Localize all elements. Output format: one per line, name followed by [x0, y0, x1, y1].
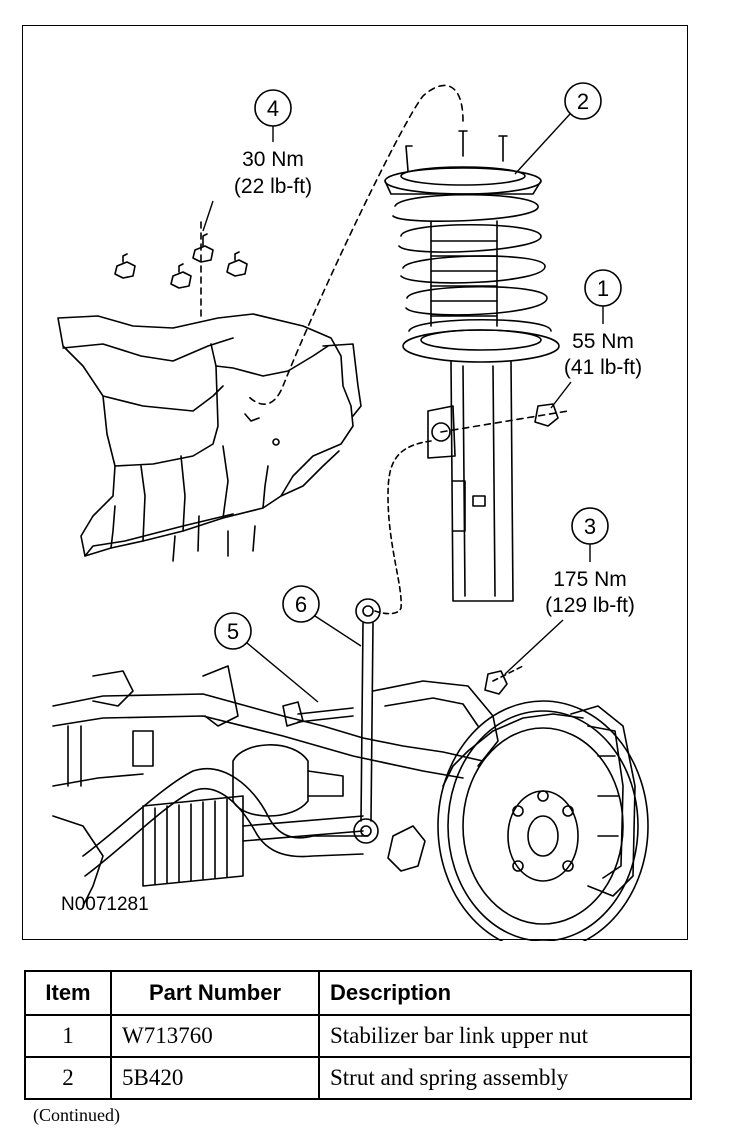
callout-2-number: 2 — [577, 89, 589, 114]
strut-spring-drawing — [374, 130, 569, 615]
stabilizer-link-drawing — [353, 598, 381, 844]
shock-tower-nuts — [114, 221, 248, 319]
callout-3-torque-nm: 175 Nm — [553, 568, 627, 591]
brake-rotor-drawing — [437, 700, 649, 941]
row-description: Stabilizer bar link upper nut — [318, 1014, 692, 1058]
parts-table: Item Part Number Description 1 W713760 S… — [24, 970, 692, 1100]
lower-suspension-drawing — [52, 665, 524, 907]
row-part-number: W713760 — [110, 1014, 320, 1058]
callout-1-torque-nm: 55 Nm — [572, 330, 634, 353]
table-header-row: Item Part Number Description — [24, 970, 692, 1016]
continued-note: (Continued) — [33, 1105, 120, 1125]
header-description: Description — [318, 970, 692, 1016]
table-row: 2 5B420 Strut and spring assembly — [24, 1056, 692, 1100]
figure-id: N0071281 — [61, 894, 149, 915]
callout-6: 6 — [282, 585, 362, 647]
callout-4-torque-lbft: (22 lb-ft) — [234, 175, 312, 198]
callout-4: 4 30 Nm (22 lb-ft) — [202, 89, 312, 232]
callout-1-number: 1 — [597, 276, 609, 301]
callout-3: 3 175 Nm (129 lb-ft) — [504, 507, 635, 675]
callout-3-number: 3 — [584, 514, 596, 539]
callout-5-number: 5 — [227, 619, 239, 644]
callout-5: 5 — [214, 612, 319, 703]
row-item: 2 — [24, 1056, 112, 1100]
row-item: 1 — [24, 1014, 112, 1058]
suspension-illustration: 4 30 Nm (22 lb-ft) 2 1 55 Nm (41 lb-ft) … — [52, 82, 649, 941]
callout-6-number: 6 — [295, 592, 307, 617]
header-part-number: Part Number — [110, 970, 320, 1016]
callout-3-torque-lbft: (129 lb-ft) — [545, 594, 635, 617]
callout-2: 2 — [514, 82, 602, 175]
table-row: 1 W713760 Stabilizer bar link upper nut — [24, 1014, 692, 1058]
header-item: Item — [24, 970, 112, 1016]
callout-1-torque-lbft: (41 lb-ft) — [564, 356, 642, 379]
row-description: Strut and spring assembly — [318, 1056, 692, 1100]
fender-apron-drawing — [57, 313, 362, 562]
callout-4-number: 4 — [267, 96, 279, 121]
callout-1: 1 55 Nm (41 lb-ft) — [550, 269, 642, 409]
routing-line-strut — [247, 84, 464, 405]
callout-4-torque-nm: 30 Nm — [242, 148, 304, 171]
row-part-number: 5B420 — [110, 1056, 320, 1100]
figure-frame: 4 30 Nm (22 lb-ft) 2 1 55 Nm (41 lb-ft) … — [22, 25, 688, 941]
